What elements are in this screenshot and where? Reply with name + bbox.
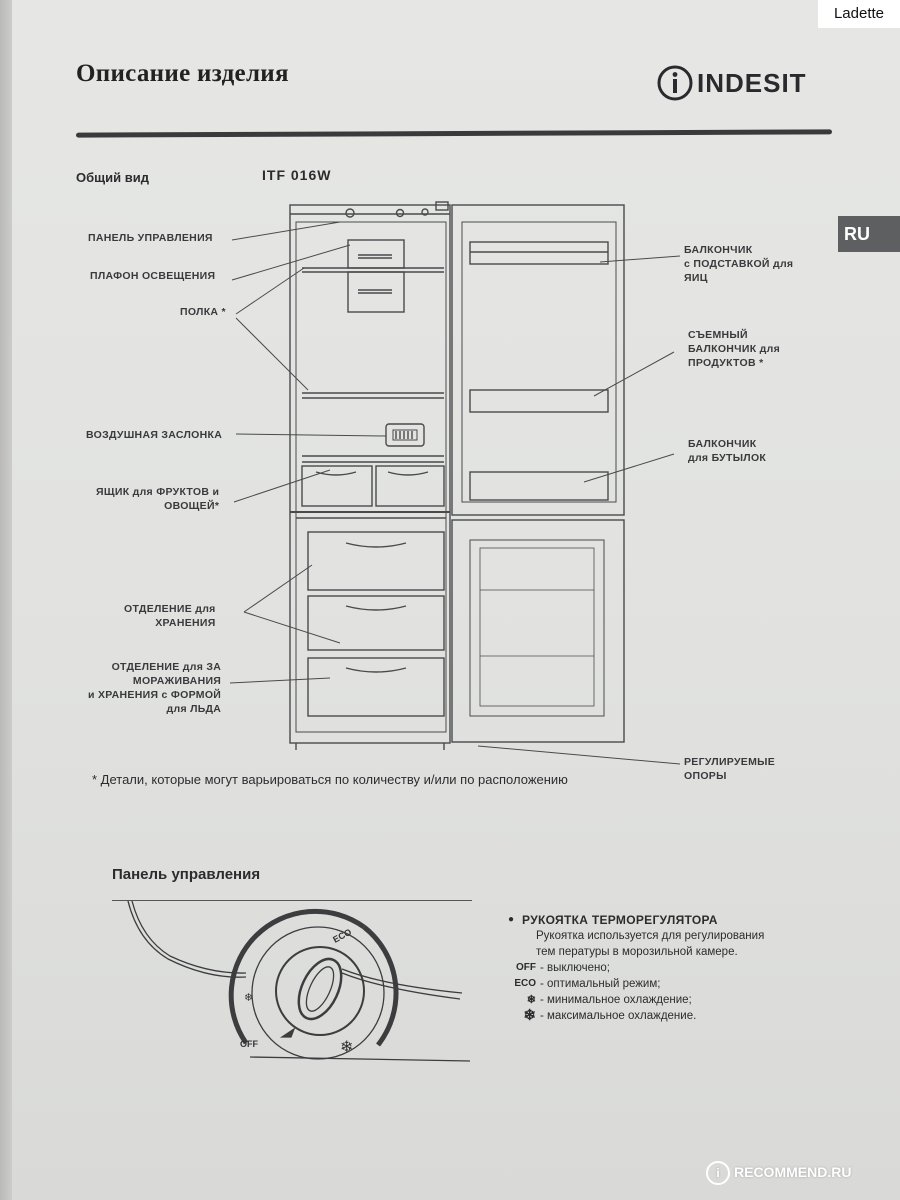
control-panel-divider bbox=[112, 900, 472, 901]
right-callout-line: БАЛКОНЧИК bbox=[684, 244, 753, 256]
left-callout-line: ОТДЕЛЕНИЕ для bbox=[124, 603, 216, 615]
left-callout-line: для ЛЬДА bbox=[166, 703, 222, 715]
right-callout-line: ЯИЦ bbox=[684, 272, 708, 284]
legend-code: ECO bbox=[514, 978, 536, 989]
legend-code: OFF bbox=[516, 962, 536, 973]
right-callout-line: СЪЕМНЫЙ bbox=[688, 329, 748, 341]
thermostat-knob-icon bbox=[345, 208, 355, 218]
freezer-door bbox=[451, 519, 625, 743]
background-edge bbox=[0, 0, 14, 1200]
left-callout-line: ОВОЩЕЙ* bbox=[164, 500, 220, 512]
removable-balcony bbox=[469, 389, 609, 413]
left-callout-line: ПАНЕЛЬ УПРАВЛЕНИЯ bbox=[88, 232, 213, 244]
legend-text: - минимальное охлаждение; bbox=[540, 994, 692, 1006]
brand-logo: INDESIT bbox=[655, 64, 806, 101]
left-callout-4: ЯЩИК для ФРУКТОВ и ОВОЩЕЙ* bbox=[96, 485, 219, 513]
snowflake-small-icon: ❄ bbox=[244, 992, 253, 1004]
leader-lines bbox=[229, 221, 681, 765]
bullet-icon: ● bbox=[508, 914, 515, 925]
thermostat-dial[interactable] bbox=[275, 946, 365, 1036]
indesit-logo-icon bbox=[657, 65, 693, 101]
model-number: ITF 016W bbox=[262, 167, 332, 183]
left-callout-3: ВОЗДУШНАЯ ЗАСЛОНКА bbox=[86, 428, 222, 442]
control-panel-title: Панель управления bbox=[112, 866, 261, 883]
legend-desc-1: Рукоятка используется для регулирования bbox=[536, 930, 765, 942]
freezer-drawer-1 bbox=[307, 531, 445, 591]
fridge-diagram bbox=[229, 201, 681, 765]
legend-text: - выключено; bbox=[540, 962, 610, 974]
vegetable-drawer-right bbox=[375, 465, 445, 507]
snowflake-large-icon: ❄ bbox=[340, 1039, 353, 1056]
control-panel-legend: ● РУКОЯТКА ТЕРМОРЕГУЛЯТОРА Рукоятка испол… bbox=[508, 912, 764, 1024]
legend-text: - оптимальный режим; bbox=[540, 978, 661, 990]
control-panel-drawing: ECO OFF ❄ ❄ bbox=[127, 900, 471, 1062]
left-callout-line: ПЛАФОН ОСВЕЩЕНИЯ bbox=[90, 270, 216, 282]
left-callout-6: ОТДЕЛЕНИЕ для ЗА МОРАЖИВАНИЯ и ХРАНЕНИЯ с … bbox=[88, 660, 221, 716]
footnote: * Детали, которые могут варьироваться по… bbox=[92, 772, 568, 787]
right-callout-2: БАЛКОНЧИК для БУТЫЛОК bbox=[688, 437, 766, 465]
dial-off-label: OFF bbox=[240, 1039, 258, 1049]
right-callout-line: ОПОРЫ bbox=[684, 770, 727, 782]
right-callout-line: РЕГУЛИРУЕМЫЕ bbox=[684, 756, 776, 768]
legend-item: ❄ - минимальное охлаждение; bbox=[508, 992, 764, 1008]
cabinet-outline bbox=[289, 204, 451, 744]
manual-page bbox=[12, 0, 900, 1200]
light-housing bbox=[347, 239, 405, 269]
left-callout-line: и ХРАНЕНИЯ с ФОРМОЙ bbox=[88, 689, 222, 701]
air-damper bbox=[385, 423, 425, 447]
left-callout-line: ВОЗДУШНАЯ ЗАСЛОНКА bbox=[86, 429, 223, 441]
right-callout-line: БАЛКОНЧИК для bbox=[688, 343, 780, 355]
legend-text: - максимальное охлаждение. bbox=[540, 1010, 697, 1022]
legend-item: OFF - выключено; bbox=[508, 960, 764, 976]
right-callout-3: РЕГУЛИРУЕМЫЕ ОПОРЫ bbox=[684, 755, 775, 783]
left-callout-line: ОТДЕЛЕНИЕ для ЗА bbox=[111, 661, 222, 673]
legend-items: OFF - выключено; ECO - оптимальный режим; ❄-… bbox=[508, 960, 764, 1024]
page-title: Описание изделия bbox=[76, 60, 289, 87]
language-tab: RU bbox=[838, 216, 900, 252]
left-callout-line: ЯЩИК для ФРУКТОВ и bbox=[96, 486, 220, 498]
right-callout-line: БАЛКОНЧИК bbox=[688, 438, 757, 450]
left-callout-1: ПЛАФОН ОСВЕЩЕНИЯ bbox=[90, 269, 215, 283]
right-callout-line: ПРОДУКТОВ * bbox=[688, 357, 764, 369]
general-view-label: Общий вид bbox=[76, 170, 149, 185]
bottle-balcony bbox=[469, 471, 609, 501]
legend-item: ❄ - максимальное охлаждение. bbox=[508, 1008, 764, 1024]
dial-housing bbox=[251, 926, 385, 1060]
vegetable-drawer-left bbox=[301, 465, 373, 507]
watermark-top: Ladette bbox=[818, 0, 900, 28]
legend-desc-2: тем пературы в морозильной камере. bbox=[536, 946, 738, 958]
snowflake-large-icon: ❄ bbox=[523, 1007, 536, 1024]
watermark-bottom-text: RECOMMEND.RU bbox=[734, 1164, 852, 1180]
legend-item: ECO - оптимальный режим; bbox=[508, 976, 764, 992]
left-callout-2: ПОЛКА * bbox=[180, 305, 226, 319]
egg-balcony bbox=[469, 241, 609, 265]
freezer-drawer-3 bbox=[307, 657, 445, 717]
right-callout-line: для БУТЫЛОК bbox=[688, 452, 767, 464]
right-callout-line: с ПОДСТАВКОЙ для bbox=[684, 258, 794, 270]
snowflake-small-icon: ❄ bbox=[526, 994, 536, 1006]
left-callout-line: ХРАНЕНИЯ bbox=[155, 617, 216, 629]
left-callout-line: МОРАЖИВАНИЯ bbox=[132, 675, 222, 687]
fridge-door bbox=[451, 204, 625, 516]
brand-name: INDESIT bbox=[697, 68, 807, 98]
legend-heading: РУКОЯТКА ТЕРМОРЕГУЛЯТОРА bbox=[522, 913, 718, 927]
freezer-drawer-2 bbox=[307, 595, 445, 651]
left-callout-line: ПОЛКА * bbox=[180, 306, 226, 318]
left-callout-0: ПАНЕЛЬ УПРАВЛЕНИЯ bbox=[88, 231, 213, 245]
recommend-logo-icon: i bbox=[706, 1161, 730, 1186]
